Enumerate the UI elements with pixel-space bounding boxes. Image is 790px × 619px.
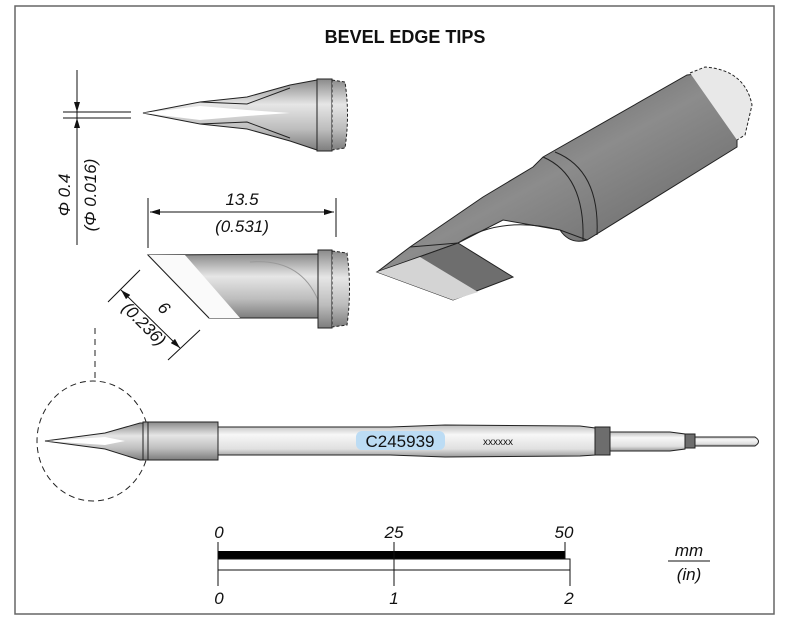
tip-top-view bbox=[142, 78, 348, 152]
scale-in-0: 0 bbox=[214, 589, 224, 608]
part-number: C245939 bbox=[365, 432, 434, 451]
part-number-label-bg bbox=[356, 431, 445, 450]
diameter-dimension: Φ 0.4 (Φ 0.016) bbox=[55, 70, 131, 245]
tip-bevel-view bbox=[146, 249, 350, 329]
unit-mm: mm bbox=[675, 541, 703, 560]
diameter-mm-label: Φ 0.4 bbox=[55, 174, 74, 217]
scale-mm-50: 50 bbox=[555, 523, 574, 542]
length-in-label: (0.531) bbox=[215, 217, 269, 236]
scale-mm-0: 0 bbox=[214, 523, 224, 542]
scale-mm-25: 25 bbox=[384, 523, 404, 542]
scale-in-2: 2 bbox=[563, 589, 574, 608]
diameter-in-label: (Φ 0.016) bbox=[81, 159, 100, 232]
length-mm-label: 13.5 bbox=[225, 190, 259, 209]
cartridge-code: xxxxxx bbox=[483, 437, 513, 448]
scale-bar: 0 25 50 0 1 2 mm (in) bbox=[214, 523, 710, 608]
length-dimension: 13.5 (0.531) bbox=[147, 190, 337, 248]
tip-isometric-view bbox=[375, 66, 753, 301]
drawing-title: BEVEL EDGE TIPS bbox=[325, 27, 486, 47]
scale-in-1: 1 bbox=[389, 589, 398, 608]
cartridge-full-view: C245939 xxxxxx bbox=[36, 328, 759, 502]
unit-in: (in) bbox=[677, 565, 702, 584]
